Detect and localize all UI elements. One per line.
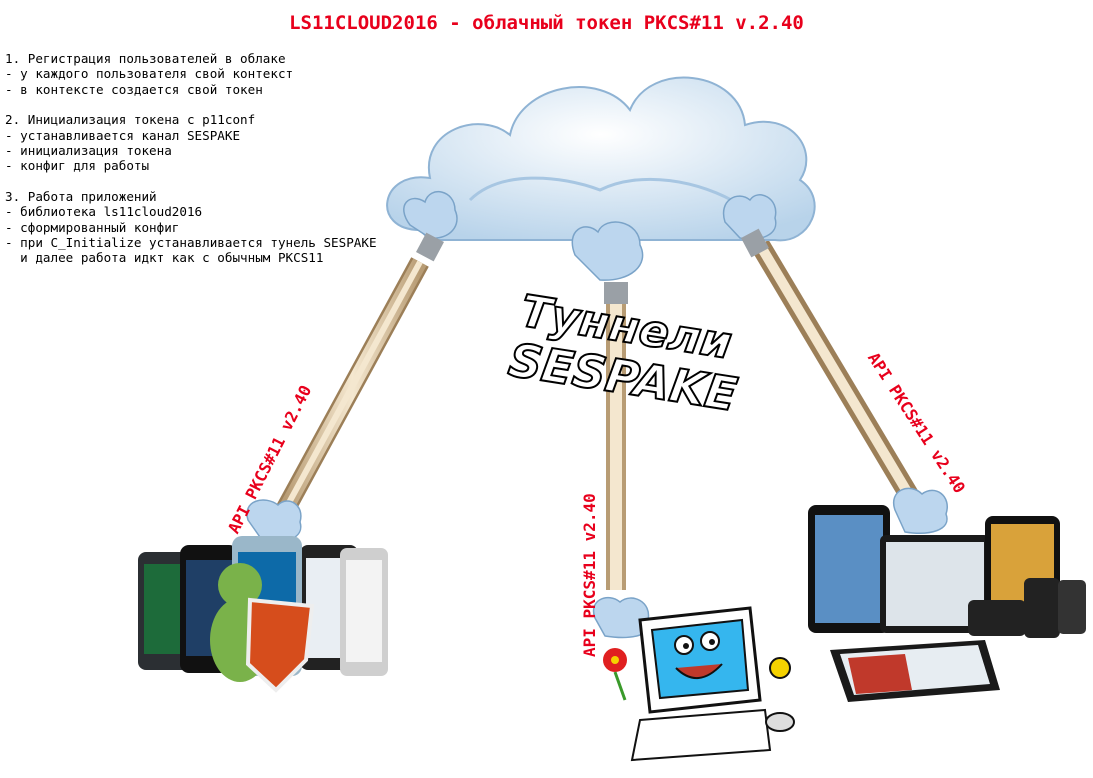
tablets-icon	[808, 505, 1086, 702]
usb-plug-icon	[571, 221, 644, 304]
note-line: - конфиг для работы	[5, 158, 150, 174]
note-line: 3. Работа приложений	[5, 188, 157, 204]
usb-plug-icon	[722, 194, 777, 258]
note-line: - устанавливается канал SESPAKE	[5, 127, 241, 143]
note-block-initialization: 2. Инициализация токена с p11conf - уста…	[5, 112, 395, 174]
note-block-registration: 1. Регистрация пользователей в облаке - …	[5, 51, 395, 97]
usb-plug-icon	[892, 487, 948, 534]
note-line: - библиотека ls11cloud2016	[5, 204, 203, 220]
note-line: - в контексте создается свой токен	[5, 81, 263, 97]
api-label-middle: API PKCS#11 v2.40	[580, 493, 599, 657]
cartoon-computer-icon	[603, 606, 795, 762]
cable-left	[276, 257, 429, 515]
description-notes: 1. Регистрация пользователей в облаке - …	[5, 51, 395, 281]
page-title: LS11CLOUD2016 - облачный токен PKCS#11 v…	[289, 12, 804, 34]
cable-middle	[606, 300, 626, 590]
note-line: - у каждого пользователя свой контекст	[5, 66, 294, 82]
note-line: - при C_Initialize устанавливается тунел…	[5, 235, 377, 251]
note-line: - инициализация токена	[5, 143, 172, 159]
usb-plug-icon	[403, 191, 458, 262]
android-phones-icon	[138, 536, 388, 693]
note-block-applications: 3. Работа приложений - библиотека ls11cl…	[5, 189, 395, 266]
cloud-icon	[386, 76, 816, 242]
note-line: 2. Инициализация токена с p11conf	[5, 112, 256, 128]
note-line: - сформированный конфиг	[5, 219, 180, 235]
note-line: и далее работа идкт как с обычным PKCS11	[5, 250, 324, 266]
usb-plug-icon	[592, 597, 650, 639]
note-line: 1. Регистрация пользователей в облаке	[5, 51, 286, 66]
cable-right	[751, 239, 921, 506]
